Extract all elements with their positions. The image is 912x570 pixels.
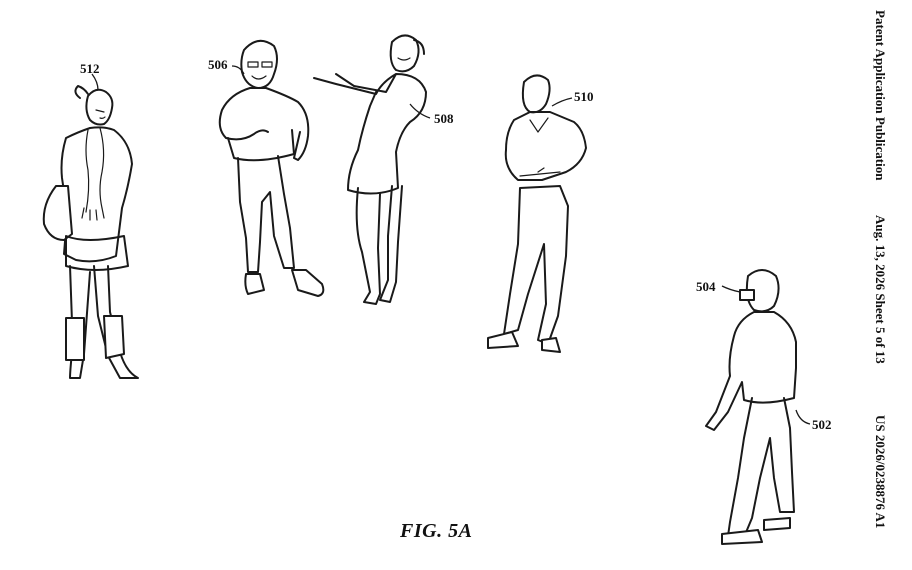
person-510-illustration [487, 74, 587, 353]
publication-number: US 2026/0238876 A1 [873, 415, 888, 529]
reference-numeral-502: 502 [812, 417, 832, 432]
publication-label: Patent Application Publication [873, 10, 888, 181]
date-sheet-info: Aug. 13, 2026 Sheet 5 of 13 [873, 215, 888, 364]
figure-caption: FIG. 5A [400, 520, 473, 542]
patent-header: Patent Application Publication Aug. 13, … [872, 10, 888, 555]
person-512-illustration [42, 85, 139, 379]
person-506-illustration [218, 39, 325, 297]
reference-numeral-510: 510 [574, 89, 594, 104]
person-508-illustration [313, 34, 427, 305]
reference-numeral-512: 512 [80, 61, 100, 76]
person-502-illustration [705, 269, 797, 545]
reference-numeral-506: 506 [208, 57, 228, 72]
reference-numeral-508: 508 [434, 111, 454, 126]
reference-numeral-504: 504 [696, 279, 716, 294]
